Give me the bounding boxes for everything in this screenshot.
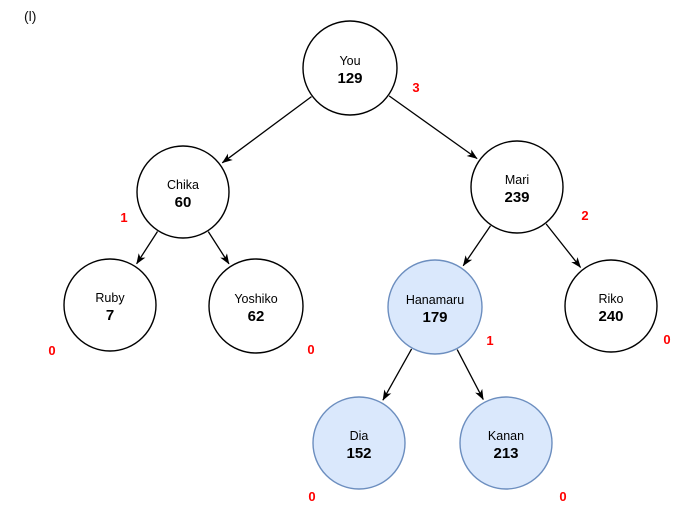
node-circle-mari[interactable] [470,140,564,234]
node-value-label: 239 [504,189,529,206]
annotations-layer: 3 1 2 0 0 1 0 0 0 [48,80,670,504]
red-count-mari: 2 [581,208,588,223]
node-circle-yoshiko[interactable] [208,258,304,354]
node-name-label: Hanamaru [406,293,464,307]
tree-node-riko[interactable]: Riko 240 [564,259,658,353]
node-value-label: 129 [337,70,362,87]
figure-label: (l) [24,8,37,24]
node-circle-chika[interactable] [136,145,230,239]
node-value-label: 60 [175,194,192,211]
node-circle-kanan[interactable] [459,396,553,490]
node-value-label: 7 [106,307,114,324]
node-name-label: Mari [505,173,529,187]
tree-node-ruby[interactable]: Ruby 7 [63,258,157,352]
red-count-yoshiko: 0 [307,342,314,357]
red-count-kanan: 0 [559,489,566,504]
red-count-you: 3 [412,80,419,95]
red-count-hanamaru: 1 [486,333,493,348]
node-name-label: Kanan [488,429,524,443]
node-name-label: Dia [350,429,369,443]
node-circle-ruby[interactable] [63,258,157,352]
tree-node-hanamaru[interactable]: Hanamaru 179 [387,259,483,355]
node-circle-you[interactable] [302,20,398,116]
red-count-riko: 0 [663,332,670,347]
edge-hanamaru-kanan [456,349,484,401]
red-count-dia: 0 [308,489,315,504]
edge-chika-ruby [136,231,159,265]
node-name-label: Chika [167,178,199,192]
node-name-label: Riko [598,292,623,306]
node-value-label: 62 [248,308,265,325]
node-name-label: You [339,54,360,68]
tree-node-kanan[interactable]: Kanan 213 [459,396,553,490]
edge-you-chika [221,96,312,164]
tree-node-you[interactable]: You 129 [302,20,398,116]
node-name-label: Yoshiko [234,292,277,306]
edge-hanamaru-dia [382,348,413,401]
node-value-label: 179 [422,309,447,326]
edge-mari-hanamaru [462,225,492,267]
edges-layer [136,95,582,401]
node-name-label: Ruby [95,291,125,305]
edge-you-mari [388,95,478,160]
tree-node-mari[interactable]: Mari 239 [470,140,564,234]
node-value-label: 213 [493,445,518,462]
tree-node-chika[interactable]: Chika 60 [136,145,230,239]
node-circle-hanamaru[interactable] [387,259,483,355]
tree-node-dia[interactable]: Dia 152 [312,396,406,490]
edge-mari-riko [545,223,582,268]
tree-node-yoshiko[interactable]: Yoshiko 62 [208,258,304,354]
node-circle-dia[interactable] [312,396,406,490]
node-circle-riko[interactable] [564,259,658,353]
red-count-ruby: 0 [48,343,55,358]
node-value-label: 152 [346,445,371,462]
node-value-label: 240 [598,308,623,325]
edge-chika-yoshiko [207,231,230,265]
red-count-chika: 1 [120,210,127,225]
